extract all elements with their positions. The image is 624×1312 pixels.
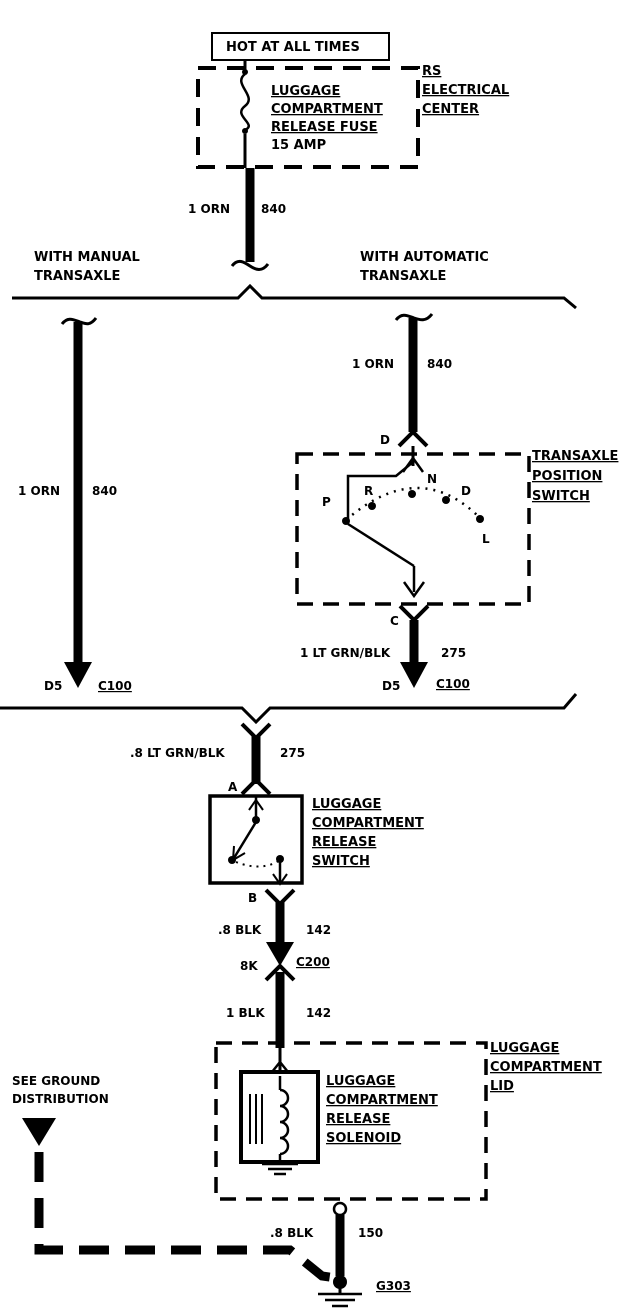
solenoid-name-4: SOLENOID bbox=[326, 1131, 401, 1146]
tps-terminal-c-label: C bbox=[390, 614, 399, 628]
auto-connector-arrow bbox=[400, 662, 428, 688]
branch-auto-2: TRANSAXLE bbox=[360, 269, 446, 284]
wire-solenoid-gauge: 1 BLK bbox=[226, 1006, 265, 1020]
ground-splice bbox=[333, 1275, 347, 1289]
tps-wiper bbox=[347, 522, 415, 568]
manual-connector-arrow bbox=[64, 662, 92, 688]
g303-label: G303 bbox=[376, 1279, 411, 1293]
branch-manual-1: WITH MANUAL bbox=[34, 250, 140, 265]
fuse-location-1: RS bbox=[422, 64, 441, 79]
wire-ground-gauge: .8 BLK bbox=[270, 1226, 314, 1240]
splice-bus-top bbox=[12, 283, 577, 310]
wire-solenoid-circuit: 142 bbox=[306, 1006, 331, 1020]
fuse-name-1: LUGGAGE bbox=[271, 84, 340, 99]
fuse-name-2: COMPARTMENT bbox=[271, 102, 383, 117]
wire-switch-output-circuit: 142 bbox=[306, 923, 331, 937]
fuse-rating: 15 AMP bbox=[271, 138, 326, 153]
c100-manual-name: C100 bbox=[98, 679, 132, 693]
wire-main-circuit: 840 bbox=[261, 202, 286, 216]
tps-terminal-d bbox=[397, 429, 429, 448]
wire-switch-feed-circuit: 275 bbox=[280, 746, 305, 760]
c100-auto-pin: D5 bbox=[382, 679, 400, 693]
fuse-location-2: ELECTRICAL bbox=[422, 83, 509, 98]
lid-name-2: COMPARTMENT bbox=[490, 1060, 602, 1075]
wire-manual-gauge: 1 ORN bbox=[18, 484, 60, 498]
release-switch-name-3: RELEASE bbox=[312, 835, 376, 850]
fuse-name-3: RELEASE FUSE bbox=[271, 120, 378, 135]
lid-name-1: LUGGAGE bbox=[490, 1041, 559, 1056]
fuse-location-3: CENTER bbox=[422, 102, 479, 117]
branch-auto-1: WITH AUTOMATIC bbox=[360, 250, 489, 265]
fuse-icon bbox=[240, 73, 250, 132]
tps-position-n: N bbox=[427, 472, 437, 486]
wire-auto-circuit: 840 bbox=[427, 357, 452, 371]
luggage-lid-box bbox=[214, 1041, 488, 1201]
ground-terminal bbox=[332, 1201, 348, 1217]
branch-manual-2: TRANSAXLE bbox=[34, 269, 120, 284]
wire-switch-output-gauge: .8 BLK bbox=[218, 923, 262, 937]
release-switch-blade bbox=[232, 821, 258, 859]
tps-name-2: POSITION bbox=[532, 469, 602, 484]
wire-ground-circuit: 150 bbox=[358, 1226, 383, 1240]
ground-ref-arrow-icon bbox=[22, 1118, 56, 1146]
solenoid-name-3: RELEASE bbox=[326, 1112, 390, 1127]
c200-pin: 8K bbox=[240, 959, 258, 973]
release-switch-name-4: SWITCH bbox=[312, 854, 370, 869]
fuse-terminal-top bbox=[242, 69, 248, 75]
splice-bus-bottom bbox=[0, 693, 578, 725]
solenoid-coil-icon bbox=[279, 1088, 290, 1156]
tps-terminal-c bbox=[398, 604, 430, 623]
ground-ref-2: DISTRIBUTION bbox=[12, 1092, 109, 1106]
wire-manual-circuit: 840 bbox=[92, 484, 117, 498]
power-source-label: HOT AT ALL TIMES bbox=[226, 40, 360, 55]
tps-name-1: TRANSAXLE bbox=[532, 449, 618, 464]
solenoid-name-2: COMPARTMENT bbox=[326, 1093, 438, 1108]
release-switch-name-2: COMPARTMENT bbox=[312, 816, 424, 831]
wire-auto-gauge: 1 ORN bbox=[352, 357, 394, 371]
solenoid-name-1: LUGGAGE bbox=[326, 1074, 395, 1089]
wire-tps-gauge: 1 LT GRN/BLK bbox=[300, 646, 391, 660]
c100-manual-pin: D5 bbox=[44, 679, 62, 693]
c200-connector-arrow bbox=[266, 942, 294, 966]
ground-ref-1: SEE GROUND bbox=[12, 1074, 100, 1088]
tps-position-d: D bbox=[461, 484, 471, 498]
tps-terminal-d-label: D bbox=[380, 433, 390, 447]
wire-main-gauge: 1 ORN bbox=[188, 202, 230, 216]
tps-position-p: P bbox=[322, 495, 331, 509]
release-switch-terminal-b: B bbox=[248, 891, 257, 905]
tps-position-r: R bbox=[364, 484, 373, 498]
release-switch-name-1: LUGGAGE bbox=[312, 797, 381, 812]
wire-tps-circuit: 275 bbox=[441, 646, 466, 660]
release-switch-terminal-a: A bbox=[228, 780, 238, 794]
tps-name-3: SWITCH bbox=[532, 489, 590, 504]
fuse-terminal-bottom bbox=[242, 128, 248, 134]
fuse-block bbox=[196, 66, 420, 169]
power-source-box bbox=[211, 32, 390, 61]
ground-ref-dashed-wire bbox=[34, 1152, 337, 1283]
tps-park-contact bbox=[346, 461, 414, 520]
wire-switch-feed-gauge: .8 LT GRN/BLK bbox=[130, 746, 225, 760]
c200-name: C200 bbox=[296, 955, 330, 969]
tps-position-l: L bbox=[482, 532, 490, 546]
lid-name-3: LID bbox=[490, 1079, 514, 1094]
c100-auto-name: C100 bbox=[436, 677, 470, 691]
